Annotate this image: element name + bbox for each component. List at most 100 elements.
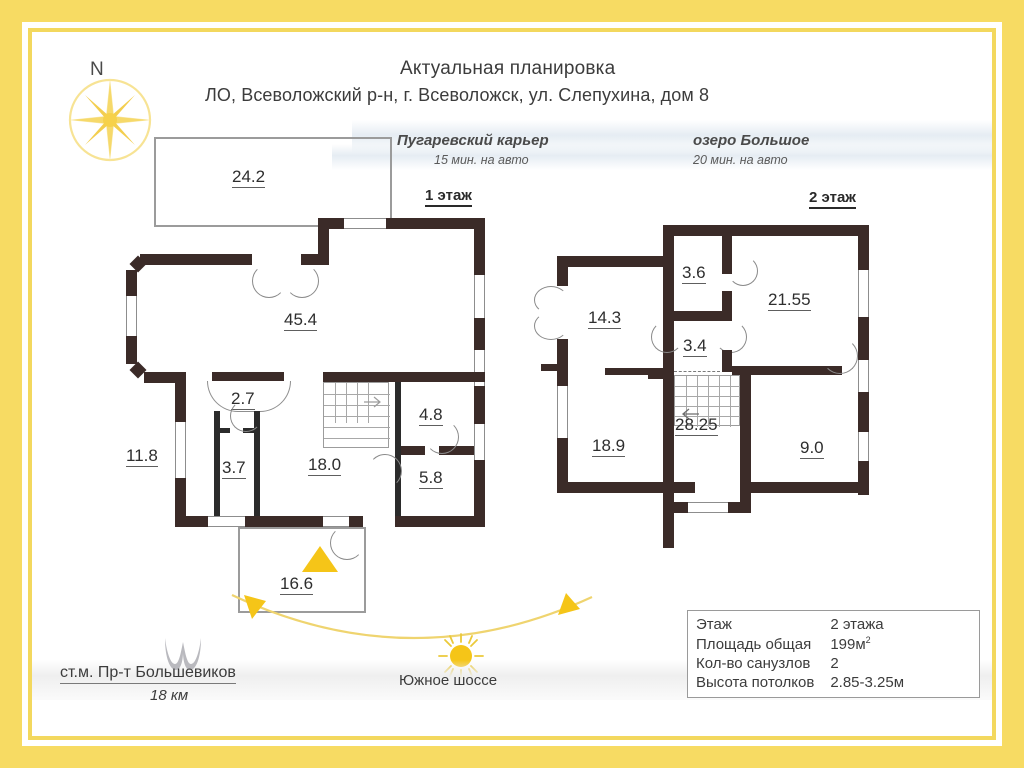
wall-bottom-4: [395, 516, 485, 527]
door-swing-4-8: [425, 420, 459, 454]
info-key-area: Площадь общая: [696, 635, 812, 653]
room-area-11-8: 11.8: [126, 446, 158, 467]
window-top-1: [344, 218, 386, 229]
f2-window-right-2: [858, 360, 869, 392]
f2-wall-right-3: [858, 392, 869, 432]
door-swing-terrace: [330, 526, 364, 560]
floor-1-plan: 24.2: [102, 128, 502, 613]
room-area-4-8: 4.8: [419, 405, 443, 426]
f2-window-left-1: [557, 386, 568, 438]
staircase-floor-1: [323, 382, 390, 448]
f2-wall-3-6-right-2: [722, 291, 732, 321]
compass-rose-icon: [62, 72, 158, 168]
wall-right-seg4: [474, 460, 485, 516]
info-row-ceiling: Высота потолков 2.85-3.25м: [696, 673, 904, 692]
info-value-area-sup: 2: [865, 635, 871, 645]
wall-bay-mid: [126, 336, 137, 364]
window-bay-upper: [126, 296, 137, 336]
f2-wall-28-right: [740, 375, 751, 513]
partition-3-7-right: [254, 411, 260, 516]
metro-m-icon: [160, 636, 206, 676]
floor-2-plan: 3.6 3.4 21.55 9.0 14.3 18.9: [510, 208, 930, 608]
partition-48-left: [395, 382, 401, 516]
terrace-16-outline: [238, 527, 366, 613]
room-area-3-7: 3.7: [222, 458, 246, 479]
f2-wall-left-door-stub: [541, 364, 568, 371]
compass-north-label: N: [90, 59, 104, 80]
info-row-bathrooms: Кол-во санузлов 2: [696, 654, 904, 673]
floorplan-canvas: Актуальная планировка ЛО, Всеволожский р…: [32, 32, 992, 736]
f2-wall-spine-2: [663, 248, 674, 368]
f2-wall-left-vert-lower: [557, 339, 568, 386]
window-right-1: [474, 275, 485, 318]
wall-entry-return: [318, 218, 329, 265]
f2-opening-dashed: [674, 371, 720, 372]
partition-3-7-left: [214, 411, 220, 516]
f2-wall-bottom-left: [557, 482, 695, 493]
f2-wall-spine-3: [648, 368, 674, 379]
f2-wall-28-bottom-1: [663, 502, 688, 513]
floor-1-label: 1 этаж: [425, 187, 472, 207]
f2-window-bottom: [688, 502, 728, 513]
door-swing-entry-right: [285, 264, 319, 298]
f2-wall-28-bottom-2: [728, 502, 751, 513]
entrance-arrow-icon: [302, 546, 338, 577]
f2-door-swing-3-4-left: [651, 321, 683, 353]
wall-bay-upper: [126, 270, 137, 296]
floor-2-label: 2 этаж: [809, 189, 856, 209]
wall-right-seg1: [474, 218, 485, 275]
f2-wall-3-6-bottom: [674, 311, 732, 321]
poi-0-name: Пугаревский карьер: [397, 132, 549, 149]
f2-room-area-9-0: 9.0: [800, 438, 824, 459]
f2-wall-3-4-right: [722, 350, 732, 372]
f2-room-area-14-3: 14.3: [588, 308, 622, 329]
room-area-16-6: 16.6: [280, 574, 314, 595]
f2-door-swing-3-4-right: [715, 321, 747, 353]
f2-wall-right-2: [858, 317, 869, 360]
f2-door-swing-3-6: [728, 256, 758, 286]
info-key-bathrooms: Кол-во санузлов: [696, 655, 811, 672]
f2-wall-spine: [663, 225, 674, 248]
info-value-area-text: 199м: [830, 636, 866, 653]
f2-wall-9-bottom: [751, 482, 869, 493]
room-area-45-4: 45.4: [284, 310, 318, 331]
f2-wall-right-4: [858, 461, 869, 495]
wall-top-right-2: [386, 218, 485, 229]
wall-right-seg3: [474, 386, 485, 424]
window-right-3: [474, 424, 485, 460]
f2-door-swing-entry-b: [534, 312, 568, 340]
metro-station-label: ст.м. Пр-т Большевиков: [60, 664, 236, 684]
poi-1-distance: 20 мин. на авто: [693, 153, 788, 167]
wall-48-58-divider-right: [439, 446, 474, 455]
f2-door-swing-9-0: [822, 338, 858, 374]
poi-0-distance: 15 мин. на авто: [434, 153, 529, 167]
frame-accent-line: [28, 28, 996, 740]
f2-door-swing-entry-a: [534, 286, 568, 314]
wall-left-lower: [175, 478, 186, 526]
f2-room-area-28-25: 28.25: [675, 415, 718, 436]
f2-wall-left-vert-upper: [557, 256, 568, 286]
f2-window-right-3: [858, 432, 869, 461]
f2-wall-spine-4: [663, 368, 674, 548]
door-swing-5-8: [368, 454, 402, 488]
wall-stair-header: [323, 372, 485, 382]
door-swing-entry-left: [252, 264, 286, 298]
wall-top-left: [140, 254, 252, 265]
f2-wall-top-left: [557, 256, 674, 267]
f2-wall-top-right: [663, 225, 869, 236]
wall-left-upper: [175, 372, 186, 422]
info-key-floors: Этаж: [696, 616, 732, 633]
f2-wall-left-vert-lower2: [557, 438, 568, 493]
info-value-area: 199м2: [830, 634, 904, 654]
info-row-area: Площадь общая 199м2: [696, 634, 904, 654]
road-label: Южное шоссе: [399, 672, 498, 689]
f2-wall-spine-left-stub: [605, 368, 648, 375]
f2-room-area-18-9: 18.9: [592, 436, 626, 457]
wall-hall-header: [212, 372, 284, 382]
staircase-floor-2: [674, 375, 741, 427]
wall-entry-stub: [301, 254, 329, 265]
window-left-1: [175, 422, 186, 478]
wall-bottom-1: [175, 516, 208, 527]
poi-1-name: озеро Большое: [693, 132, 810, 149]
